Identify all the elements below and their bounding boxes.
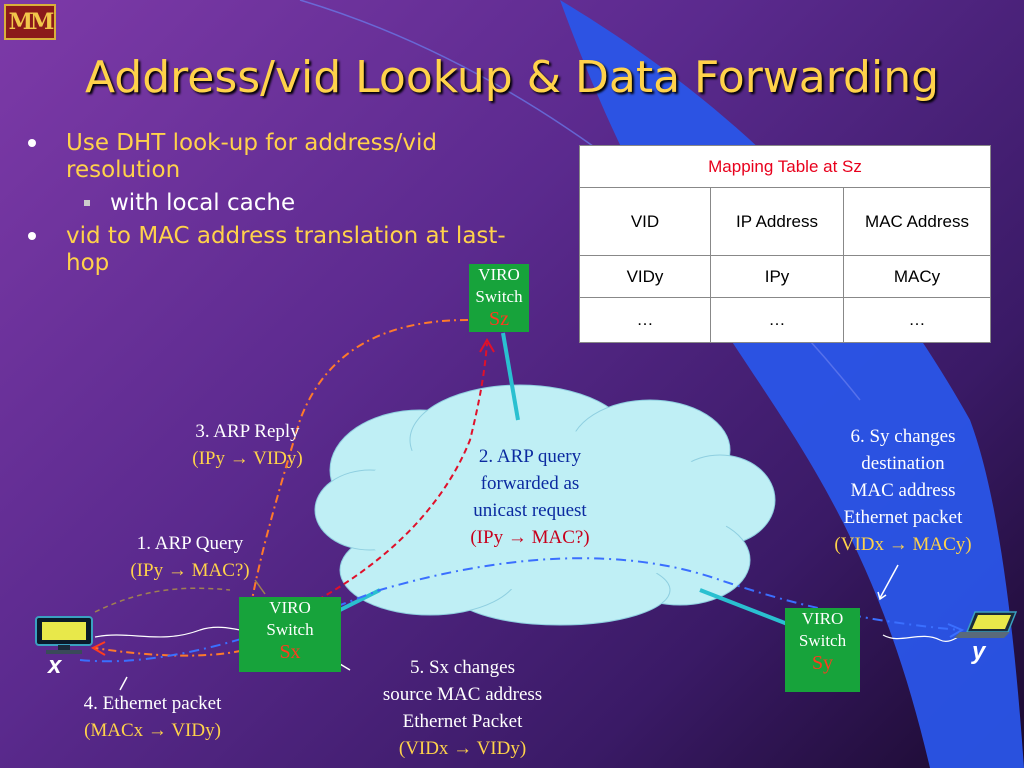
bullet-list: Use DHT look-up for address/vid resoluti… [28,130,548,279]
table-cell: VIDy [579,255,711,298]
bullet-item: Use DHT look-up for address/vid resoluti… [28,130,548,184]
step-5-label: 5. Sx changes source MAC address Etherne… [382,657,543,759]
sub-bullet-item: with local cache [28,190,548,217]
table-row: … … … [579,297,991,343]
bullet-text: vid to MAC address translation at last-h… [66,223,506,276]
table-cell: … [579,297,711,343]
sub-bullet-text: with local cache [110,190,296,216]
switch-sy: VIRO Switch Sy [785,608,860,692]
callout-arrow-1 [254,579,266,595]
host-y-label: y [972,638,986,665]
table-cell: MACy [843,255,991,298]
table-row: VIDy IPy MACy [579,255,991,298]
sub-bullet-square-icon [84,200,90,206]
step-6-label: 6. Sy changes destination MAC address Et… [834,426,972,555]
callout-arrow-4 [119,676,128,691]
ethernet-packet-path [79,557,961,663]
switch-sz: VIRO Switch Sz [469,264,529,332]
switch-sx: VIRO Switch Sx [239,597,341,672]
table-cell: … [843,297,991,343]
step-4-label: 4. Ethernet packet (MACx → VIDy) [83,693,222,741]
mapping-table: Mapping Table at Sz VID IP Address MAC A… [579,145,991,343]
host-y-laptop-icon [954,611,1018,638]
table-cell: … [710,297,844,343]
table-header: MAC Address [843,187,991,256]
callout-arrow-6 [879,564,899,599]
table-header: VID [579,187,711,256]
host-x-label: x [48,652,62,679]
host-x-monitor-icon [35,616,93,654]
bullet-dot-icon [28,232,36,240]
table-cell: IPy [710,255,844,298]
step-3-label: 3. ARP Reply (IPy → VIDy) [192,421,303,469]
link-sy-cloud [699,588,791,627]
wire-x [94,626,241,638]
switch-name: Sz [489,308,509,330]
switch-name: Sy [811,652,834,674]
step-2-label: 2. ARP query forwarded as unicast reques… [470,446,590,548]
arp-reply-path [94,319,469,657]
link-sz-cloud [501,332,520,421]
switch-name: Sx [279,641,301,663]
bullet-text: Use DHT look-up for address/vid resoluti… [66,130,437,183]
bullet-dot-icon [28,139,36,147]
table-title: Mapping Table at Sz [579,145,991,188]
network-cloud [314,384,776,626]
bullet-item: vid to MAC address translation at last-h… [28,223,548,277]
slide-title: Address/vid Lookup & Data Forwarding [84,52,940,103]
step-1-label: 1. ARP Query (IPy → MAC?) [130,533,250,581]
table-header: IP Address [710,187,844,256]
